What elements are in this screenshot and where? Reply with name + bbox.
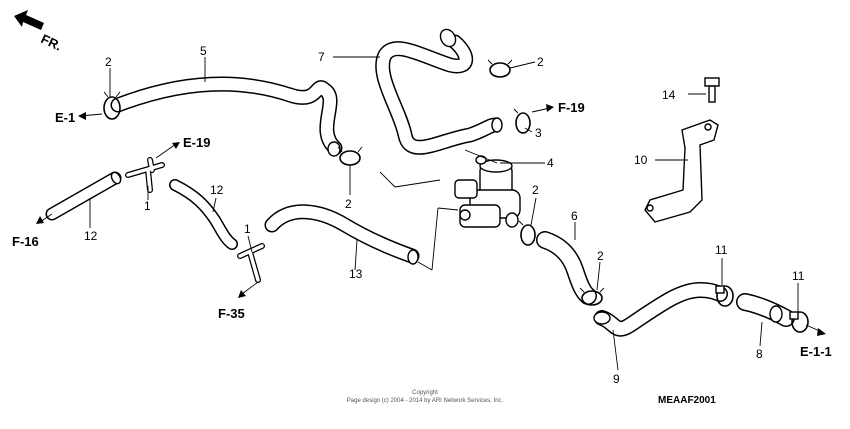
hose-9[interactable] (593, 282, 728, 337)
label-13: 13 (349, 267, 363, 281)
label-12-right: 12 (210, 183, 224, 197)
air-injection-valve-4[interactable] (454, 155, 521, 228)
label-11-left: 11 (715, 243, 728, 257)
tube-12-right[interactable] (169, 179, 238, 250)
label-12-left: 12 (84, 229, 98, 243)
clamp-3[interactable] (513, 108, 531, 134)
label-9: 9 (613, 372, 620, 386)
ref-f-16[interactable]: F-16 (12, 234, 39, 249)
tube-12-left[interactable] (45, 171, 122, 221)
label-2-left: 2 (105, 55, 112, 69)
front-direction-label: FR. (39, 31, 64, 53)
clamp-11-right[interactable] (789, 311, 809, 333)
hose-6[interactable] (536, 231, 597, 305)
label-2-middle: 2 (345, 197, 352, 211)
clamp-2-top[interactable] (487, 59, 513, 78)
label-1-lower: 1 (244, 222, 251, 236)
label-2-top: 2 (537, 55, 544, 69)
label-7: 7 (318, 50, 325, 64)
clamp-2-left[interactable] (103, 91, 121, 120)
label-2-valve: 2 (532, 183, 539, 197)
ref-f-19[interactable]: F-19 (558, 100, 585, 115)
joint-1-lower[interactable] (237, 243, 265, 283)
bolt-14[interactable] (704, 77, 720, 103)
front-direction-arrow-icon (14, 10, 44, 30)
label-5: 5 (200, 44, 207, 58)
hose-13[interactable] (264, 204, 420, 265)
label-4: 4 (547, 156, 554, 170)
label-2-lower: 2 (597, 249, 604, 263)
hose-5[interactable] (110, 76, 343, 157)
clamp-11-left[interactable] (715, 285, 734, 307)
label-8: 8 (756, 347, 763, 361)
bracket-10[interactable] (644, 119, 719, 223)
label-10: 10 (634, 153, 648, 167)
label-14: 14 (662, 88, 676, 102)
reference-arrows (36, 104, 826, 336)
copyright-title: Copyright (412, 390, 438, 396)
clamp-2-valve[interactable] (518, 220, 536, 246)
diagram-code: MEAAF2001 (658, 395, 716, 406)
leader-lines (89, 56, 799, 371)
label-3: 3 (535, 126, 542, 140)
label-11-right: 11 (792, 269, 805, 283)
copyright-text: Page design (c) 2004 - 2014 by ARI Netwo… (347, 398, 504, 404)
ref-e-1[interactable]: E-1 (55, 110, 75, 125)
clamp-2-lower[interactable] (579, 287, 605, 306)
ref-e-1-1[interactable]: E-1-1 (800, 344, 832, 359)
ref-e-19[interactable]: E-19 (183, 135, 210, 150)
hose-7[interactable] (375, 27, 503, 155)
label-6: 6 (571, 209, 578, 223)
ref-f-35[interactable]: F-35 (218, 306, 245, 321)
joint-1-upper[interactable] (125, 157, 165, 193)
label-1-upper: 1 (144, 199, 151, 213)
hose-8[interactable] (736, 293, 795, 327)
